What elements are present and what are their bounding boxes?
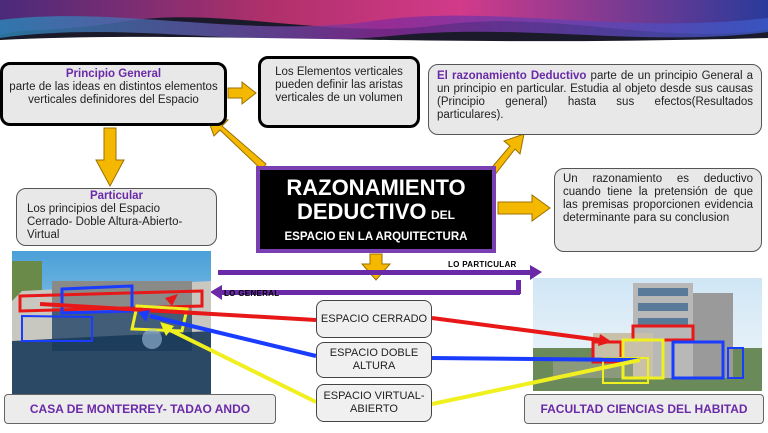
principio-general-box: Principio General parte de las ideas en … <box>0 62 227 126</box>
principio-general-text: parte de las ideas en distintos elemento… <box>9 81 218 106</box>
espacio-cerrado-box: ESPACIO CERRADO <box>316 300 432 338</box>
particular-box: Particular Los principios del Espacio Ce… <box>16 188 217 246</box>
espacio-doble-altura-label: ESPACIO DOBLE ALTURA <box>329 347 419 372</box>
elementos-verticales-box: Los Elementos verticales pueden definir … <box>258 56 420 128</box>
principio-general-title: Principio General <box>65 68 162 80</box>
espacio-virtual-abierto-box: ESPACIO VIRTUAL-ABIERTO <box>316 384 432 422</box>
main-title-line2b: DEL <box>431 208 455 222</box>
lo-particular-label: LO PARTICULAR <box>448 260 517 269</box>
razonamiento-definition-title: El razonamiento Deductivo <box>437 70 587 82</box>
elementos-verticales-text: Los Elementos verticales pueden definir … <box>275 66 403 104</box>
arrow-title-down <box>360 253 392 281</box>
arrow-title-to-deductivo <box>497 194 551 222</box>
caption-facultad: FACULTAD CIENCIAS DEL HABITAD <box>524 394 764 424</box>
particular-title: Particular <box>89 190 144 202</box>
deductivo-definition-text: Un razonamiento es deductivo cuando tien… <box>563 173 753 224</box>
main-title-line3: ESPACIO EN LA ARQUITECTURA <box>284 231 468 243</box>
razonamiento-definition-box: El razonamiento Deductivo parte de un pr… <box>428 64 762 135</box>
deductivo-definition-box: Un razonamiento es deductivo cuando tien… <box>554 168 762 252</box>
main-title-line2: DEDUCTIVO <box>296 199 427 224</box>
arrow-principio-to-elementos <box>227 80 257 106</box>
razonamiento-definition-text: parte de un principio General a un princ… <box>437 70 754 121</box>
lo-general-label: LO GENERAL <box>224 289 280 298</box>
arrow-title-to-definition <box>487 133 525 177</box>
facultad-photo <box>533 278 762 391</box>
main-title-line1: RAZONAMIENTO <box>286 175 466 200</box>
arrow-principio-to-particular <box>95 127 125 188</box>
caption-casa-monterrey: CASA DE MONTERREY- TADAO ANDO <box>4 394 276 424</box>
espacio-doble-altura-box: ESPACIO DOBLE ALTURA <box>316 342 432 378</box>
espacio-virtual-abierto-label: ESPACIO VIRTUAL-ABIERTO <box>323 390 425 415</box>
main-title-box: RAZONAMIENTO DEDUCTIVO DEL ESPACIO EN LA… <box>256 166 496 253</box>
espacio-cerrado-label: ESPACIO CERRADO <box>320 312 428 325</box>
particular-text: Los principios del Espacio Cerrado- Dobl… <box>27 203 183 241</box>
header-banner <box>0 0 768 50</box>
casa-monterrey-photo <box>12 251 211 396</box>
